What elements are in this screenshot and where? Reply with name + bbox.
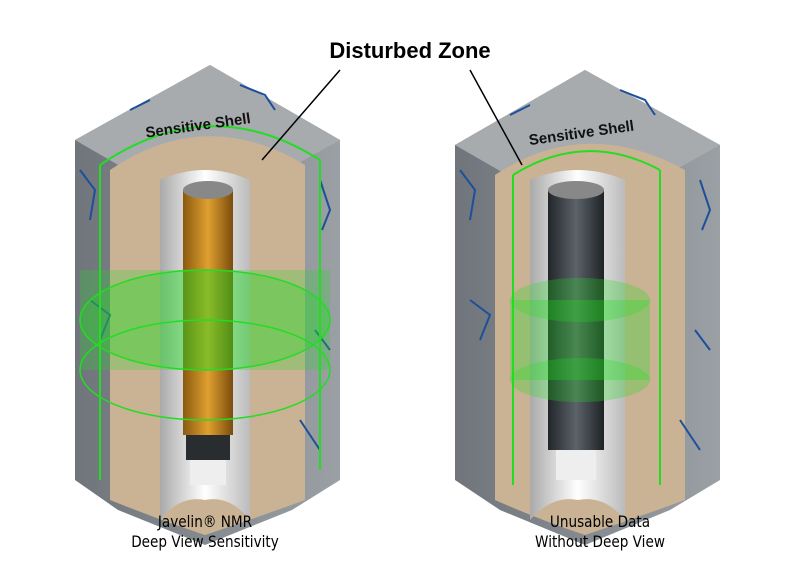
disturbed-zone-title: Disturbed Zone — [329, 38, 491, 63]
sensitive-shell-outline — [512, 150, 661, 485]
right-borehole-block: Sensitive Shell — [455, 70, 720, 545]
nmr-tool — [183, 190, 233, 435]
pointer-arrow-left — [261, 69, 341, 161]
right-caption: Unusable Data Without Deep View — [490, 512, 711, 552]
right-caption-line1: Unusable Data — [549, 512, 651, 531]
left-caption: Javelin® NMR Deep View Sensitivity — [95, 512, 316, 552]
sensitive-shell-outline — [99, 125, 321, 480]
left-caption-line2: Deep View Sensitivity — [131, 532, 279, 551]
left-caption-line1: Javelin® NMR — [157, 512, 253, 531]
logging-tool — [548, 190, 604, 450]
fractures — [459, 89, 712, 451]
fractures — [79, 84, 332, 451]
right-caption-line2: Without Deep View — [535, 532, 665, 551]
pointer-arrow-right — [469, 69, 523, 166]
left-borehole-block: Sensitive Shell — [75, 65, 340, 545]
sensitive-shell-band — [510, 300, 650, 380]
